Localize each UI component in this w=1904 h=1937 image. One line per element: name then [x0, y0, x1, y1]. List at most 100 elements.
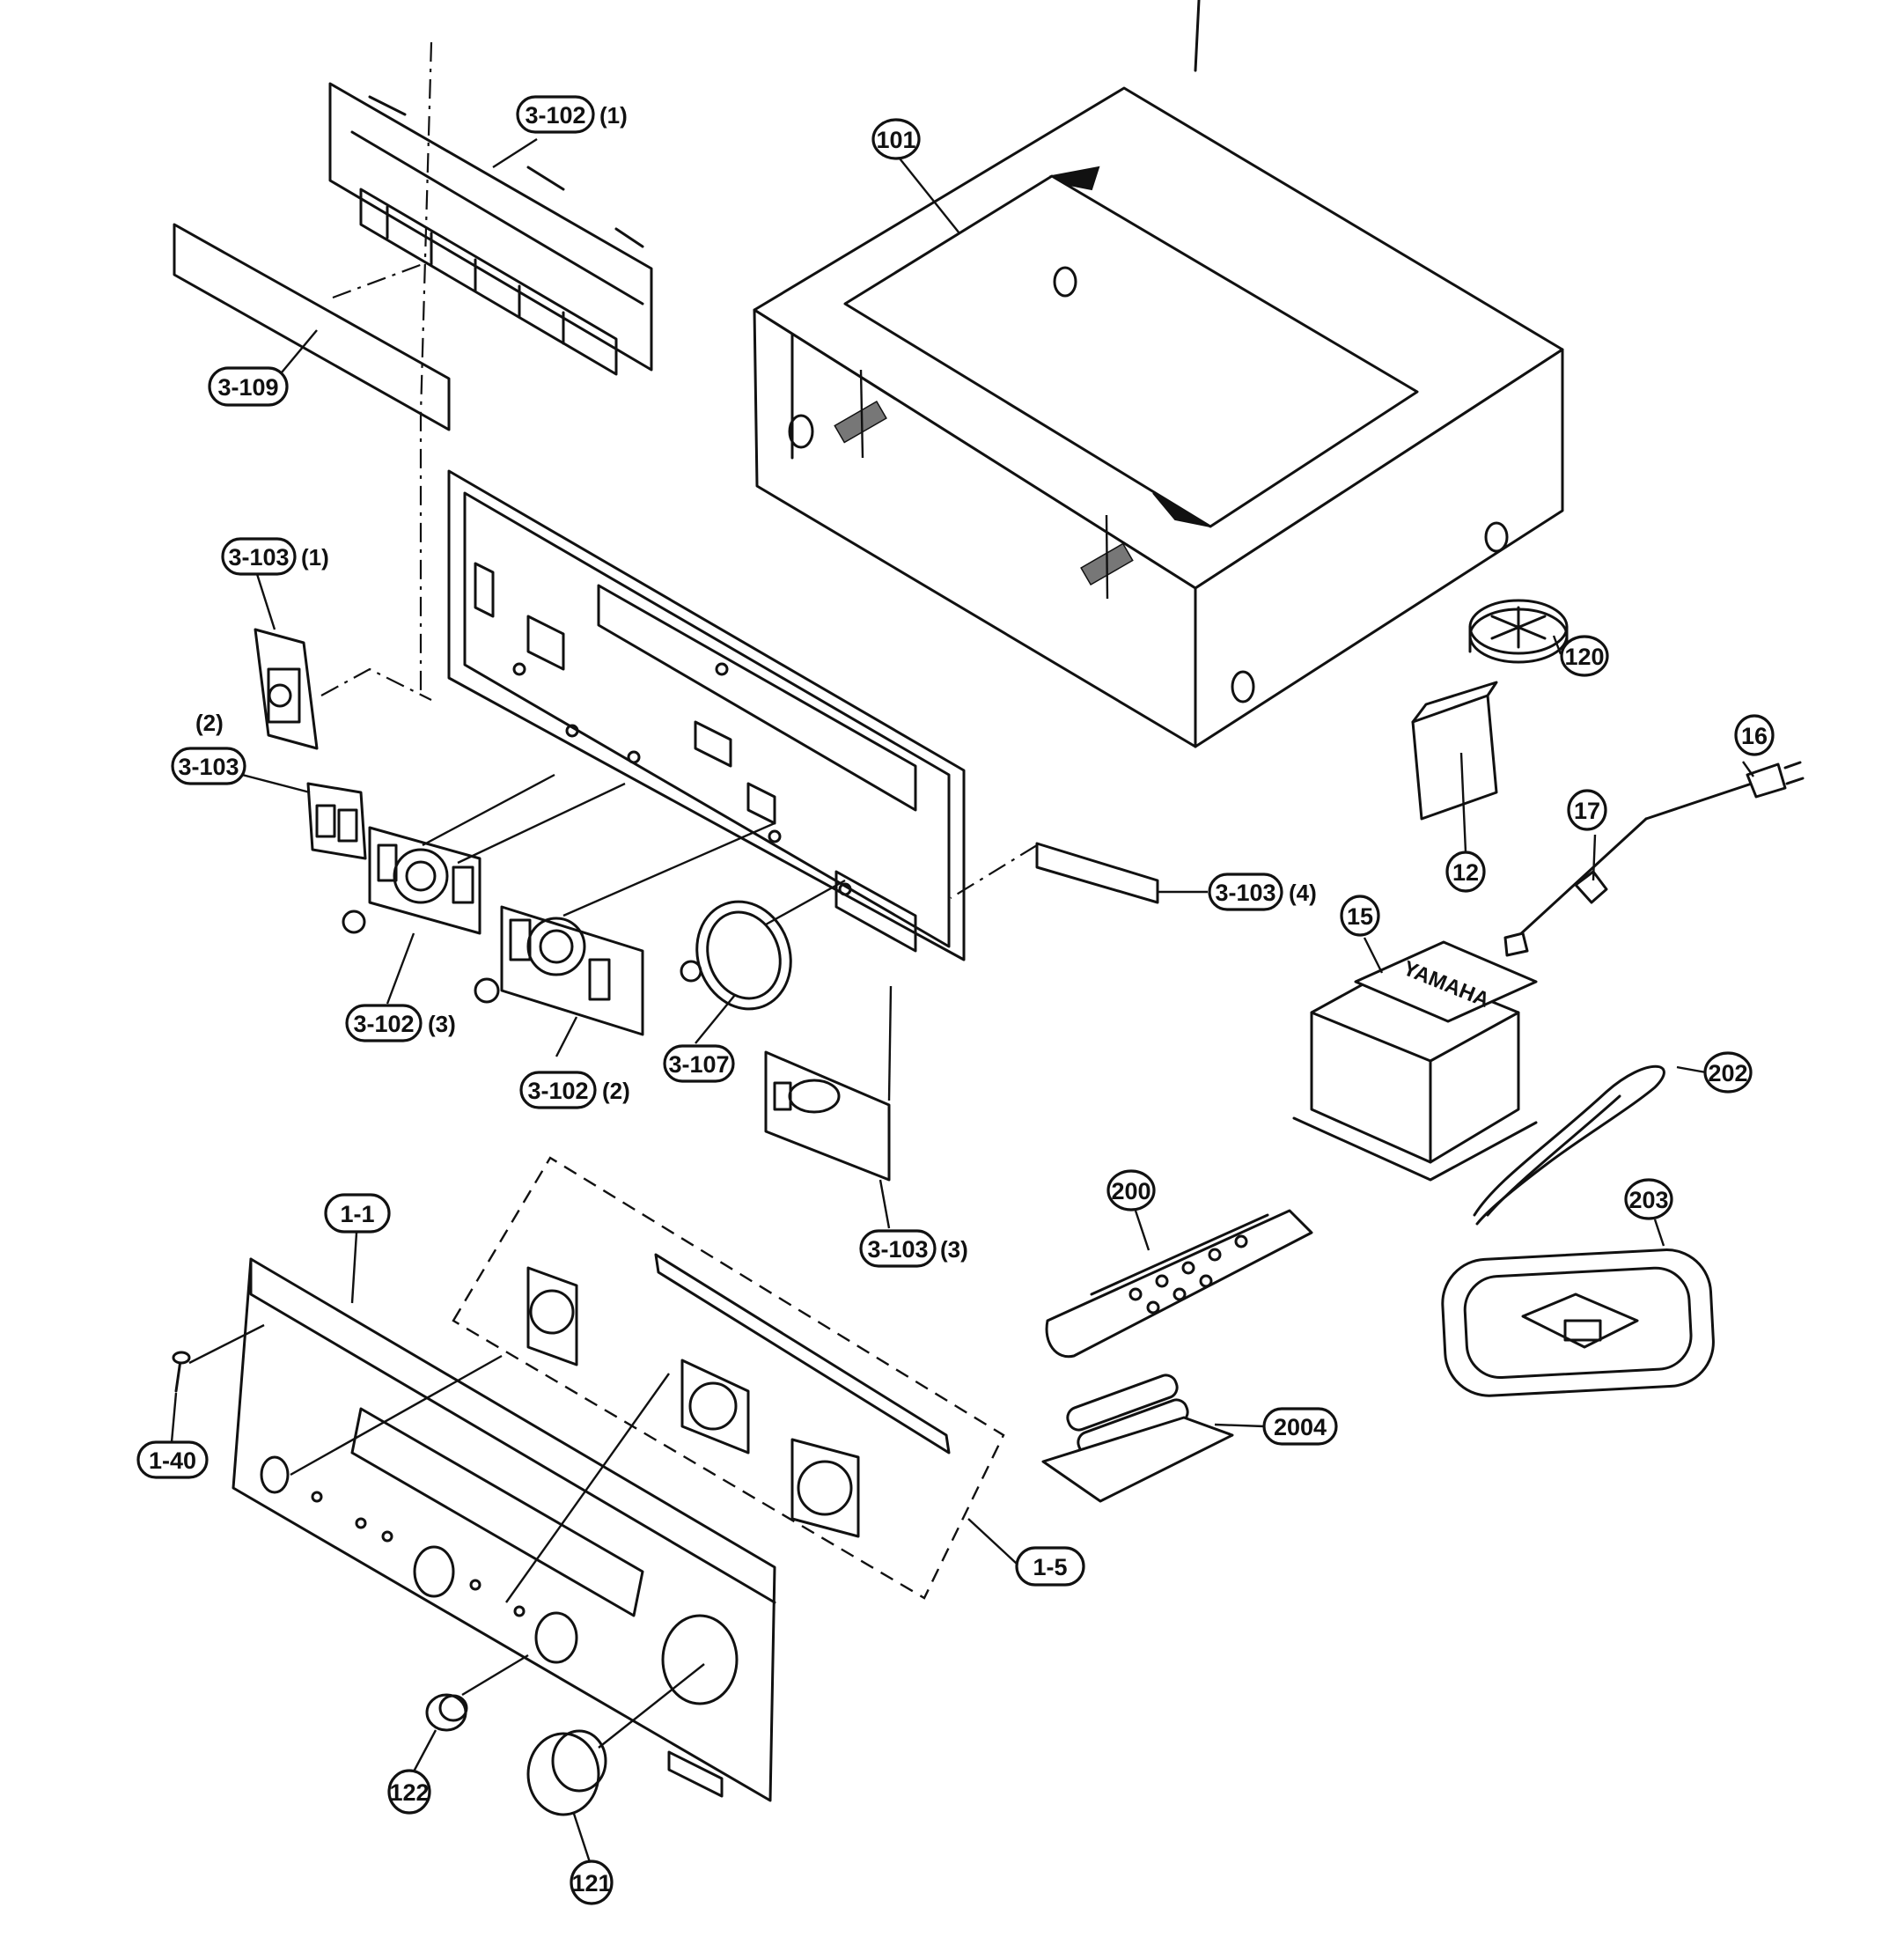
cord-17	[1503, 817, 1648, 957]
callout-15: 15	[1340, 895, 1380, 937]
callout-17: 17	[1567, 789, 1607, 831]
jack-board-3-103-2	[306, 782, 367, 860]
board-3-103-4	[950, 842, 1159, 904]
leader	[1592, 834, 1597, 881]
leader	[386, 932, 415, 1005]
svg-text:(2): (2)	[602, 1078, 630, 1104]
callout-3-102-1: 3-102 (1)	[516, 95, 628, 134]
svg-text:3-109: 3-109	[217, 374, 278, 401]
fm-antenna-202	[1473, 1064, 1665, 1226]
leader	[1676, 1065, 1707, 1074]
callout-12: 12	[1445, 851, 1486, 893]
leader	[1459, 752, 1467, 853]
leader	[878, 1179, 891, 1229]
leader	[170, 1392, 178, 1443]
callout-3-103-2: (2) 3-103	[171, 710, 246, 785]
stray-line	[1194, 0, 1201, 72]
screw-1-40	[172, 1323, 265, 1393]
front-panel-1-1	[232, 1257, 776, 1802]
transformer-15: YAMAHA	[1292, 940, 1538, 1182]
svg-text:3-102: 3-102	[353, 1011, 414, 1037]
assembly-line	[332, 262, 423, 299]
svg-text:3-107: 3-107	[668, 1051, 729, 1078]
svg-text:(1): (1)	[301, 544, 329, 571]
leader	[255, 573, 276, 630]
callout-121: 121	[570, 1860, 614, 1905]
callout-3-102-2: 3-102 (2)	[519, 1071, 630, 1109]
svg-text:120: 120	[1564, 644, 1604, 670]
callout-203: 203	[1624, 1178, 1673, 1220]
callout-1-1: 1-1	[324, 1193, 391, 1234]
top-cover-101	[753, 86, 1564, 748]
callout-16: 16	[1734, 714, 1775, 756]
svg-text:(4): (4)	[1289, 880, 1317, 906]
leader	[967, 1518, 1018, 1565]
svg-text:15: 15	[1347, 903, 1373, 930]
callout-200-4: 2004	[1262, 1407, 1338, 1446]
assembly-line	[419, 41, 433, 696]
callout-1-5: 1-5	[1015, 1546, 1085, 1587]
leader	[695, 994, 736, 1044]
svg-text:16: 16	[1741, 723, 1768, 749]
leader	[572, 1813, 592, 1863]
leader	[492, 137, 538, 169]
svg-text:3-103: 3-103	[178, 754, 239, 780]
callout-3-109: 3-109	[208, 366, 289, 407]
svg-text:(3): (3)	[428, 1011, 456, 1037]
svg-text:3-103: 3-103	[228, 544, 289, 571]
sub-assembly-1-5-parts	[526, 1253, 951, 1538]
leader	[1363, 937, 1384, 974]
sub-assembly-box-1-5	[452, 1156, 1005, 1600]
callout-122: 122	[387, 1769, 431, 1815]
leader	[1214, 1423, 1265, 1428]
svg-text:202: 202	[1708, 1060, 1747, 1086]
callout-1-40: 1-40	[136, 1440, 209, 1479]
power-cord-16	[1644, 761, 1805, 821]
callout-202: 202	[1703, 1051, 1753, 1094]
leader	[899, 158, 960, 234]
svg-text:12: 12	[1452, 859, 1479, 886]
ring-3-107	[680, 879, 846, 1011]
display-film-3-109	[173, 223, 451, 431]
knob-122	[425, 1653, 529, 1732]
board-3-103-3	[764, 985, 893, 1182]
svg-text:1-1: 1-1	[340, 1201, 374, 1227]
foot-120	[1468, 599, 1569, 664]
svg-text:3-103: 3-103	[1215, 880, 1275, 906]
callout-101: 101	[871, 118, 921, 160]
knob-board-3-102-3	[342, 773, 626, 935]
svg-text:121: 121	[571, 1870, 611, 1896]
svg-text:(3): (3)	[940, 1236, 968, 1263]
display-pcb-3-102-1	[328, 82, 653, 376]
leader	[1134, 1210, 1150, 1251]
svg-text:3-102: 3-102	[525, 102, 585, 129]
main-front-pcb	[447, 469, 966, 961]
leader	[412, 1729, 437, 1772]
svg-text:17: 17	[1574, 798, 1600, 824]
leader	[1552, 635, 1562, 655]
callout-3-103-4: 3-103 (4)	[1208, 873, 1317, 911]
svg-text:3-102: 3-102	[527, 1078, 588, 1104]
svg-text:101: 101	[876, 127, 915, 153]
callout-120: 120	[1560, 635, 1609, 677]
svg-text:1-40: 1-40	[149, 1447, 196, 1474]
leader	[555, 1016, 578, 1057]
knob-board-3-102-2	[474, 821, 776, 1036]
svg-text:203: 203	[1628, 1187, 1668, 1213]
callout-3-103-1: 3-103 (1)	[221, 537, 329, 576]
svg-text:200: 200	[1111, 1178, 1150, 1204]
callout-3-102-3: 3-102 (3)	[345, 1004, 456, 1042]
knob-121	[526, 1663, 705, 1816]
jack-board-3-103-1	[254, 628, 432, 750]
svg-text:2004: 2004	[1274, 1414, 1327, 1440]
leader	[1653, 1219, 1665, 1247]
svg-text:1-5: 1-5	[1033, 1554, 1067, 1580]
leader	[350, 1232, 358, 1304]
svg-text:(2): (2)	[195, 710, 224, 736]
remote-200	[1045, 1209, 1313, 1359]
callout-200: 200	[1106, 1169, 1156, 1212]
svg-text:3-103: 3-103	[867, 1236, 928, 1263]
svg-text:(1): (1)	[599, 102, 628, 129]
svg-text:122: 122	[389, 1779, 429, 1806]
